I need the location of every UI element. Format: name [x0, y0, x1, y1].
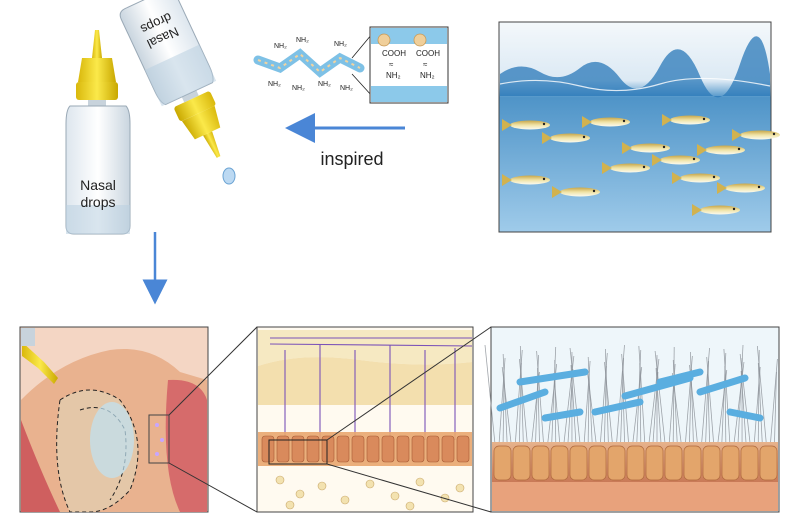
nanoparticle-dot	[317, 481, 327, 491]
nanoparticle-dot	[415, 477, 425, 487]
spray-nozzle-icon	[22, 342, 58, 384]
polymer-zoom-inset: COOH COOH ≈ ≈ NH₂ NH₂	[369, 26, 449, 104]
fish-icon	[602, 162, 650, 174]
ciliated-mucosa-panel	[484, 326, 780, 513]
nanoparticle-dot	[405, 501, 415, 511]
bottle-label-line1: Nasal	[80, 177, 116, 193]
nasal-drops-bottle-upright: Nasal drops	[65, 30, 131, 235]
mucosal-cell	[683, 445, 702, 481]
mucosal-cell	[645, 445, 664, 481]
epithelial-cell	[306, 435, 320, 463]
polymer-fiber	[591, 398, 644, 416]
epithelial-cell	[336, 435, 350, 463]
fish-icon	[552, 186, 600, 198]
nanoparticle-dot	[295, 489, 305, 499]
amine-label: NH₂	[340, 85, 353, 92]
polymer-chain: NH₂ NH₂ NH₂ NH₂ NH₂ NH₂ NH₂	[253, 33, 373, 97]
mucosal-cell	[721, 445, 740, 481]
fish-icon	[662, 114, 710, 126]
epithelial-cell	[411, 435, 425, 463]
nanoparticle-dot	[365, 479, 375, 489]
olfactory-zoom-marker	[148, 414, 170, 464]
amine-label: NH₂	[274, 43, 287, 50]
fish-icon	[697, 144, 745, 156]
mucosal-cell	[588, 445, 607, 481]
nanoparticle-dot	[440, 493, 450, 503]
epithelial-cell	[351, 435, 365, 463]
polymer-fiber	[541, 408, 584, 422]
fish-icon	[717, 182, 765, 194]
mucosal-cell	[569, 445, 588, 481]
epithelial-cell	[456, 435, 470, 463]
mucosal-cell	[759, 445, 778, 481]
mucosal-cell	[512, 445, 531, 481]
epithelial-cell	[276, 435, 290, 463]
fish-group	[502, 114, 780, 216]
cilia-zoom-marker	[268, 439, 328, 465]
carboxyl-label: COOH	[416, 49, 440, 58]
amine-label: NH₂	[296, 37, 309, 44]
nanoparticle-dot	[455, 483, 465, 493]
epithelial-cell	[321, 435, 335, 463]
fish-school-panel	[498, 21, 780, 233]
fish-icon	[542, 132, 590, 144]
amine-label: NH₂	[292, 85, 305, 92]
nanoparticle-dot	[285, 500, 295, 510]
epithelial-cell	[381, 435, 395, 463]
fish-icon	[502, 119, 550, 131]
mucosal-cell	[607, 445, 626, 481]
fish-icon	[622, 142, 670, 154]
polymer-fiber	[656, 368, 704, 386]
bond-symbol: ≈	[423, 60, 428, 69]
dropper-tip-icon	[92, 30, 102, 58]
amine-label: NH₂	[420, 71, 435, 80]
olfactory-epithelium-panel	[256, 326, 474, 513]
polymer-fiber	[496, 388, 549, 412]
mucosal-cell	[664, 445, 683, 481]
fish-icon	[652, 154, 700, 166]
epithelial-cell	[366, 435, 380, 463]
nanoparticle-dot	[390, 491, 400, 501]
neuron-fibers	[269, 337, 473, 440]
wave-surface	[500, 36, 770, 98]
amine-label: NH₂	[318, 81, 331, 88]
mucosal-cell	[626, 445, 645, 481]
bond-symbol: ≈	[389, 60, 394, 69]
epithelial-cell	[441, 435, 455, 463]
amine-label: NH₂	[268, 81, 281, 88]
epithelial-cell	[426, 435, 440, 463]
fish-icon	[582, 116, 630, 128]
epithelial-cell	[261, 435, 275, 463]
bottle-label-line2: drops	[80, 194, 115, 210]
mucosal-cell	[531, 445, 550, 481]
polymer-fiber	[621, 374, 694, 400]
inspired-label: inspired	[320, 149, 383, 169]
mucosal-cell	[493, 445, 512, 481]
carboxyl-label: COOH	[382, 49, 406, 58]
fish-icon	[672, 172, 720, 184]
epithelium-cell-layer	[258, 432, 472, 466]
amine-label: NH₂	[386, 71, 401, 80]
epithelial-cell	[396, 435, 410, 463]
polymer-fiber	[516, 368, 589, 386]
zoom-connector-lines	[168, 326, 492, 513]
fish-icon	[692, 204, 740, 216]
polymer-fiber	[726, 408, 764, 422]
nasal-cavity-panel	[19, 326, 209, 513]
nasal-drops-bottle-inverted: Nasal drops	[119, 0, 221, 158]
spray-plume	[90, 402, 134, 478]
nanoparticle-dot	[275, 475, 285, 485]
bottle-cap-icon	[78, 58, 116, 82]
nanoparticle-dot	[340, 495, 350, 505]
fish-icon	[502, 174, 550, 186]
mucosal-cell	[550, 445, 569, 481]
droplet-icon	[222, 167, 236, 185]
amine-label: NH₂	[334, 41, 347, 48]
fish-icon	[732, 129, 780, 141]
epithelial-cell	[291, 435, 305, 463]
mucosal-cell	[740, 445, 759, 481]
polymer-fiber	[696, 374, 749, 396]
mucosal-cell	[702, 445, 721, 481]
